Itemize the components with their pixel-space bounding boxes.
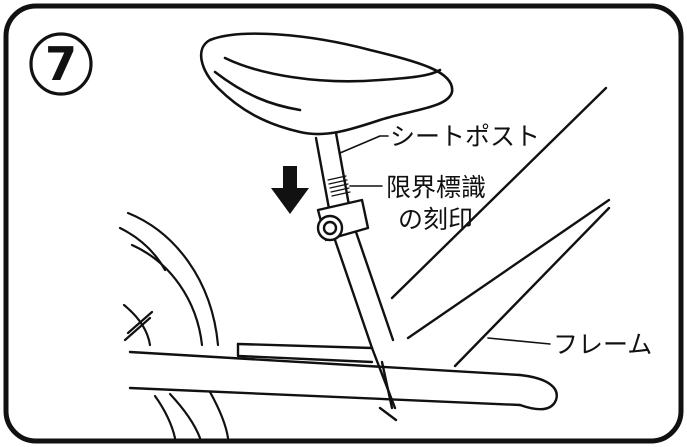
down-arrow-icon bbox=[271, 166, 309, 214]
seatpost-label: シートポスト bbox=[390, 122, 540, 151]
step-number-badge: 7 bbox=[29, 32, 93, 96]
seatpost bbox=[314, 131, 395, 350]
limit-mark-label-line2: の刻印 bbox=[398, 205, 473, 234]
frame-leader bbox=[487, 337, 551, 345]
frame bbox=[128, 86, 611, 422]
seatpost-leader bbox=[339, 135, 389, 154]
frame-label: フレーム bbox=[553, 330, 652, 359]
limit-mark-label-line1: 限界標識 bbox=[386, 173, 486, 202]
saddle bbox=[199, 32, 454, 136]
rear-wheel bbox=[118, 211, 230, 440]
limit-mark-engraving bbox=[327, 175, 351, 197]
step-number: 7 bbox=[45, 37, 77, 91]
leader-lines bbox=[339, 135, 551, 345]
